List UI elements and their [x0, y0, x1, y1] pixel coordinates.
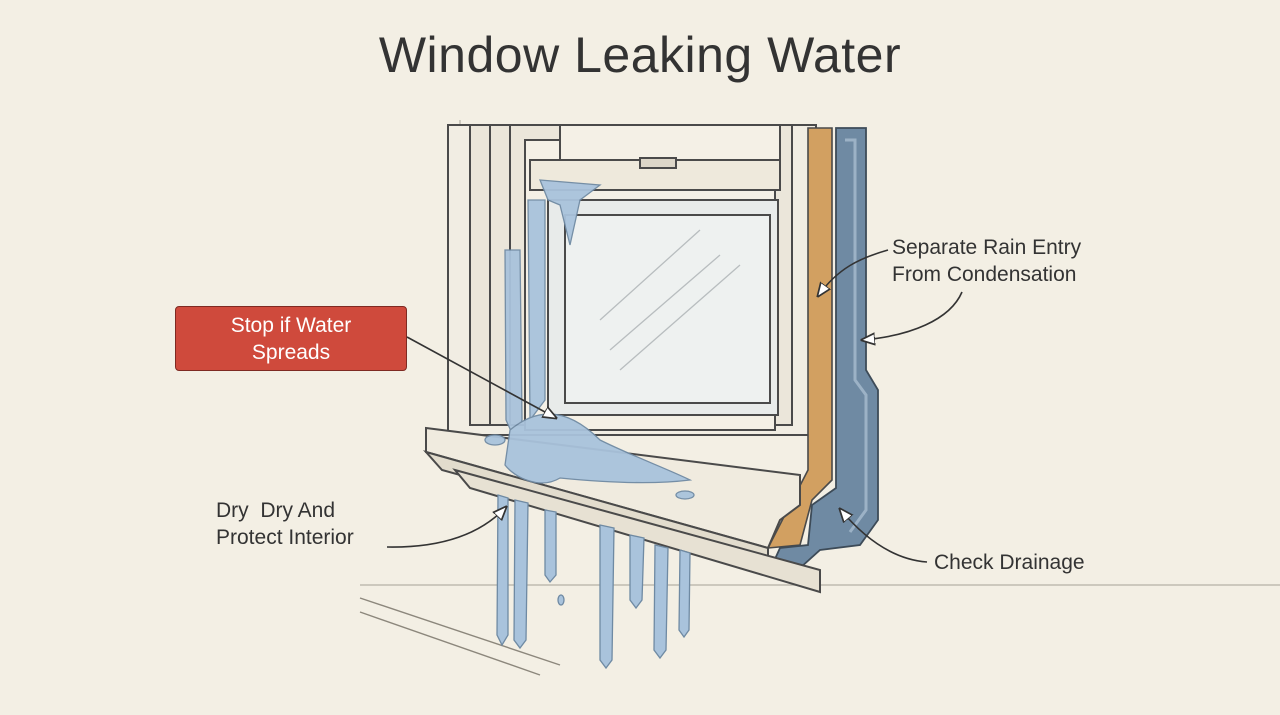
drainage-callout: Check Drainage	[934, 549, 1085, 576]
stop-spread-line-2: Spreads	[251, 341, 331, 364]
flashing-highlight	[845, 138, 868, 533]
water-drips	[496, 494, 691, 670]
glass-reflection	[599, 229, 741, 371]
diagram-title: Window Leaking Water	[378, 27, 902, 83]
leader-rain-entry-outer	[862, 291, 963, 340]
dry-protect-callout: Dry Dry And Protect Interior	[216, 497, 354, 551]
dry-protect-line-1: Dry Dry And	[216, 499, 336, 522]
stop-spread-line-1: Stop if Water	[230, 314, 352, 337]
rain-entry-callout: Separate Rain Entry From Condensation	[892, 234, 1081, 288]
rain-entry-line-1: Separate Rain Entry	[892, 236, 1082, 259]
rain-entry-line-2: From Condensation	[892, 263, 1077, 286]
dry-protect-line-2: Protect Interior	[216, 526, 354, 549]
water-spread	[484, 179, 695, 500]
stop-spread-callout: Stop if Water Spreads	[175, 306, 407, 371]
leader-rain-entry-inner	[818, 249, 889, 296]
window-sash	[524, 124, 781, 431]
leader-lines	[386, 249, 963, 563]
leader-dry-protect	[386, 507, 506, 548]
exterior-flashing	[768, 127, 879, 571]
leader-drainage	[840, 509, 928, 563]
leader-stop-spread	[406, 336, 556, 418]
drainage-line-1: Check Drainage	[934, 551, 1085, 574]
